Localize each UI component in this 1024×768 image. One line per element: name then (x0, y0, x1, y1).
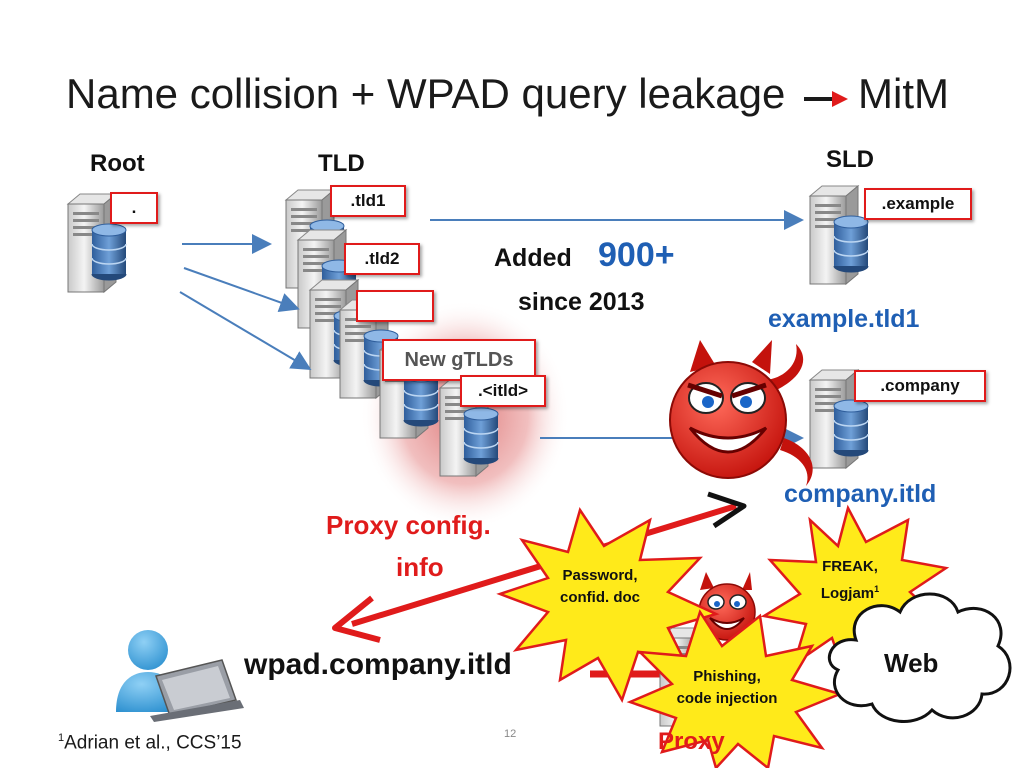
web-cloud-icon (827, 592, 1012, 723)
example-server-icon (809, 185, 869, 285)
sld-column-header: SLD (826, 146, 874, 173)
password-burst-icon (496, 507, 720, 704)
slide-title: Name collision + WPAD query leakage (66, 70, 785, 118)
example-label: .example (864, 188, 972, 220)
web-cloud-label: Web (884, 648, 939, 678)
implies-arrow-icon (804, 91, 848, 107)
root-dot-label: . (110, 192, 158, 224)
company-label: .company (854, 370, 986, 402)
proxy-config-line1: Proxy config. (326, 510, 491, 540)
freak-footnote-mark: 1 (874, 584, 880, 594)
phishing-burst-icon (626, 609, 844, 768)
phishing-burst-text: Phishing, code injection (656, 666, 798, 710)
title-right: MitM (858, 70, 949, 117)
user-laptop-icon (116, 630, 244, 722)
root-to-gtld-arrow (179, 291, 312, 371)
tld-column-header: TLD (318, 150, 365, 177)
itld-label: .<itld> (460, 375, 546, 407)
proxy-devil-icon (698, 572, 756, 641)
freak-burst-line1: FREAK, (822, 558, 878, 575)
attacker-devil-icon (669, 340, 813, 486)
password-burst-line1: Password, (562, 567, 638, 584)
freak-burst-line2-text: Logjam (820, 585, 875, 602)
added-since: since 2013 (518, 288, 645, 316)
phishing-burst-line2: code injection (676, 690, 778, 707)
proxy-config-line2: info (396, 552, 444, 582)
tld3-label (356, 290, 434, 322)
phishing-burst-line1: Phishing, (693, 668, 761, 685)
tld2-label: .tld2 (344, 243, 420, 275)
freak-burst-line2: Logjam1 (800, 578, 900, 605)
wpad-domain-label: wpad.company.itld (244, 648, 512, 681)
password-burst-line2: confid. doc (560, 589, 640, 606)
added-prefix: Added (494, 244, 572, 272)
page-number: 12 (504, 728, 517, 740)
footnote: 1Adrian et al., CCS’15 (58, 732, 242, 754)
example-domain-label: example.tld1 (768, 305, 920, 333)
tld1-label: .tld1 (330, 185, 406, 217)
company-domain-label: company.itld (784, 480, 937, 508)
password-burst-text: Password, confid. doc (540, 565, 660, 609)
root-column-header: Root (90, 150, 145, 177)
title-left: Name collision + WPAD query leakage (66, 70, 786, 117)
new-gtlds-label: New gTLDs (382, 339, 536, 381)
footnote-mark: 1 (58, 732, 65, 744)
root-to-tld2-arrow (183, 267, 300, 313)
footnote-text: Adrian et al., CCS’15 (64, 732, 242, 754)
arrow-head (707, 491, 747, 529)
freak-burst-text: FREAK, Logjam1 (800, 556, 900, 605)
proxy-partial-label: Proxy (658, 728, 725, 755)
added-count: 900+ (598, 236, 675, 274)
